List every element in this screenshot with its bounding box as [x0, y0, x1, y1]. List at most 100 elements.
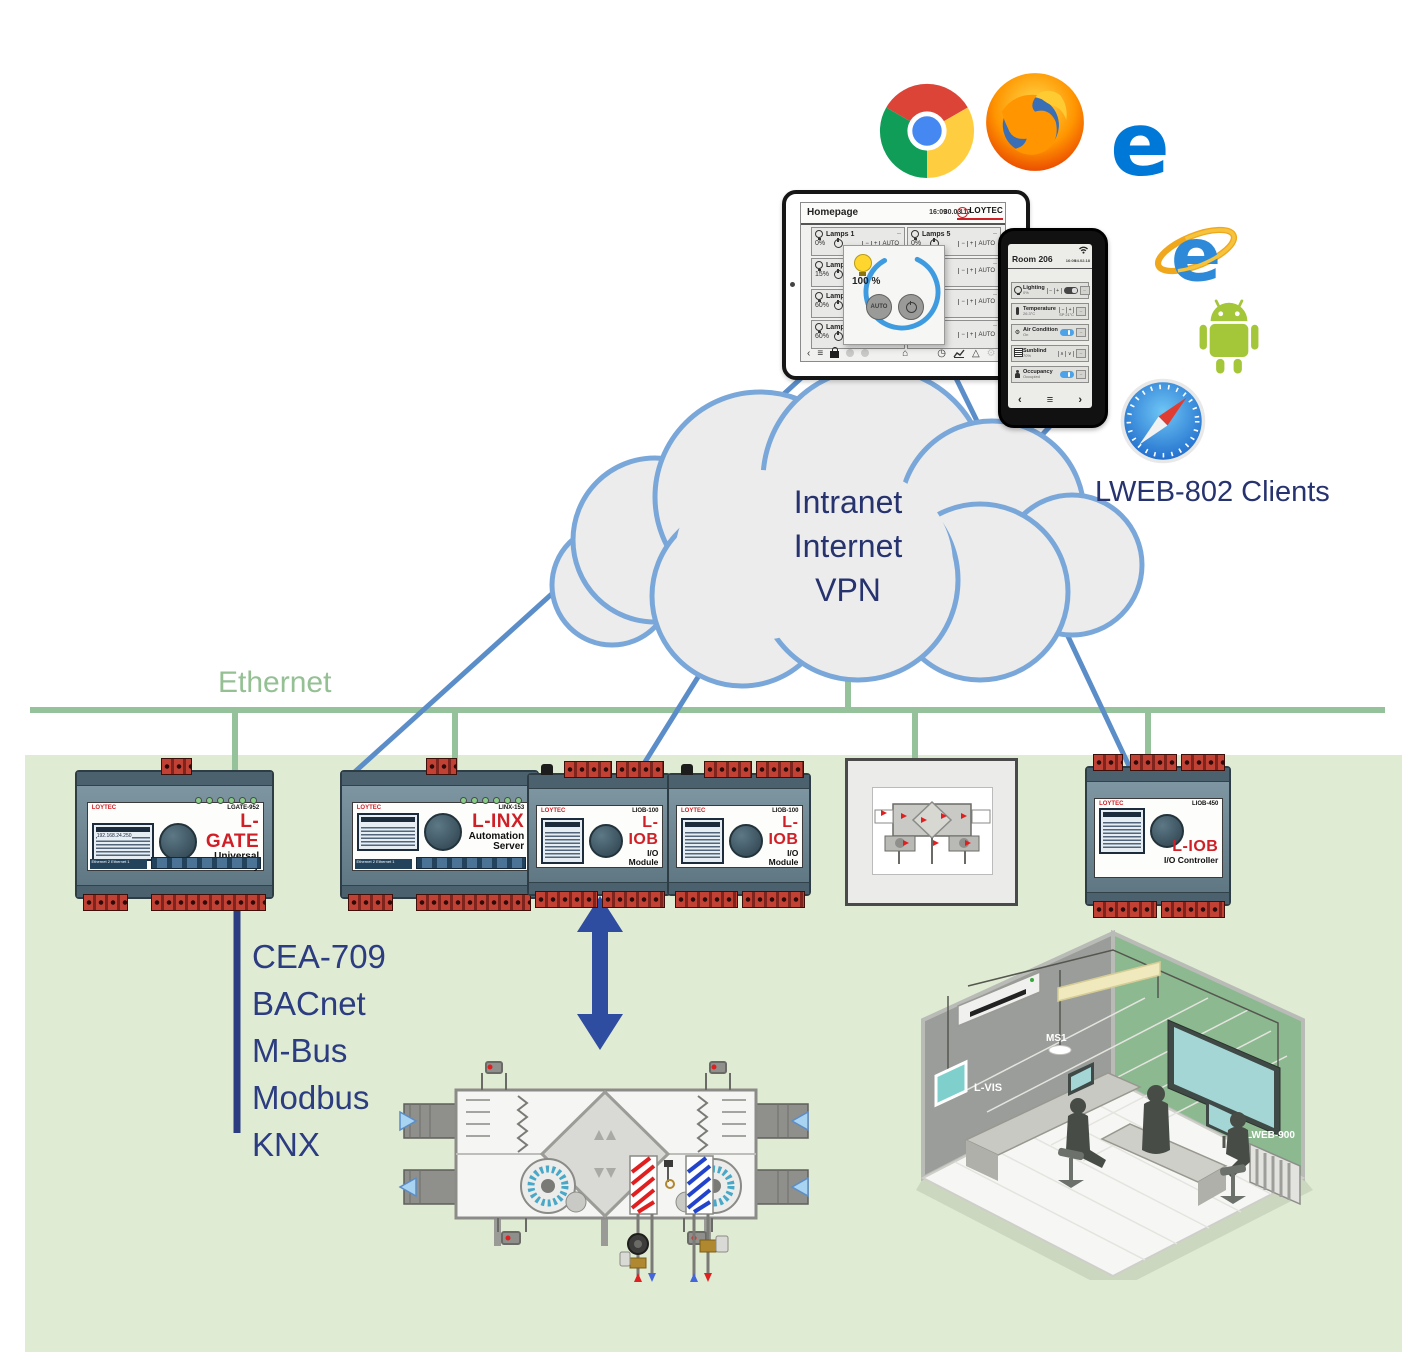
jog-dial[interactable] [589, 823, 624, 858]
jog-dial[interactable] [729, 823, 764, 858]
svg-text:e: e [1171, 212, 1221, 298]
lvis-screen[interactable] [872, 787, 993, 875]
terminal-ports [150, 857, 262, 869]
plus-button[interactable]: + [1053, 287, 1062, 294]
mini-ahu-graphic [874, 800, 991, 864]
menu-icon[interactable]: ≡ [817, 347, 824, 359]
minus-button[interactable]: − [958, 240, 967, 247]
more-button[interactable]: -- [1076, 328, 1086, 337]
lamp-card[interactable]: Lamps 5 -- 0% −+AUTO [907, 227, 1001, 256]
aircondition-toggle[interactable] [1060, 329, 1074, 336]
minus-button[interactable]: − [862, 240, 871, 247]
occupancy-toggle[interactable] [1060, 371, 1074, 378]
device-lcd: 192.168.24.250 [91, 823, 155, 862]
minus-button[interactable]: − [958, 268, 967, 274]
disabled-icon [861, 349, 870, 357]
back-icon[interactable]: ‹ [807, 347, 811, 359]
bulb-icon [815, 292, 823, 302]
plus-button[interactable]: + [1066, 306, 1074, 313]
device-lcd [541, 817, 585, 864]
blind-down-button[interactable]: ∨ [1065, 350, 1074, 357]
safari-icon [1120, 378, 1206, 464]
edge-icon: e [1110, 103, 1170, 191]
plus-button[interactable]: + [870, 240, 880, 247]
forward-icon[interactable]: › [1078, 394, 1082, 406]
power-icon[interactable] [834, 269, 843, 279]
tablet-toolbar: ‹ ≡ ⌂ ◷ △ ⚙ [801, 345, 1005, 361]
back-icon[interactable]: ‹ [1018, 394, 1022, 406]
bulb-icon [854, 254, 872, 276]
plus-button[interactable]: + [966, 299, 976, 305]
auto-button[interactable]: AUTO [975, 240, 997, 247]
chrome-icon [879, 83, 975, 179]
power-icon[interactable] [834, 331, 843, 341]
power-icon[interactable] [834, 300, 843, 310]
terminal-ports [415, 857, 527, 869]
protocol-item: Modbus [252, 1079, 370, 1116]
schedule-icon[interactable]: ◷ [937, 347, 946, 359]
lock-icon[interactable] [830, 347, 840, 358]
device-lcd [1099, 808, 1145, 854]
dimmer-arc[interactable] [850, 244, 942, 340]
bulb-icon [815, 230, 823, 240]
menu-icon[interactable]: ≡ [1046, 394, 1054, 406]
auto-button[interactable]: AUTO [879, 240, 901, 247]
more-button[interactable]: -- [1076, 307, 1086, 316]
minus-button[interactable]: − [958, 299, 967, 305]
tablet-device: Homepage 16:09 30.03.17 LOYTEC Lamps 1 -… [782, 190, 1030, 380]
protocol-list: CEA-709 BACnet M-Bus Modbus KNX [252, 933, 386, 1168]
air-handling-unit [398, 1061, 809, 1282]
room-illustration: L-VIS MS1 LWEB-900 [916, 929, 1313, 1280]
protocol-item: CEA-709 [252, 938, 386, 975]
protocol-item: M-Bus [252, 1032, 348, 1069]
bulb-icon [911, 230, 919, 240]
room-lweb900-label: LWEB-900 [1246, 1130, 1295, 1141]
room-title: Room 206 [1012, 254, 1053, 264]
phone-nav: ‹ ≡ › [1008, 394, 1092, 406]
auto-button[interactable]: AUTO [975, 268, 997, 274]
jog-dial[interactable] [1149, 814, 1184, 848]
more-button[interactable]: -- [1079, 286, 1090, 295]
setpoint-label: SP 21°C [1059, 312, 1074, 317]
plus-button[interactable]: + [966, 240, 976, 247]
more-button[interactable]: -- [1076, 349, 1086, 358]
auto-round-button[interactable]: AUTO [866, 294, 892, 320]
tablet-time: 16:09 [929, 209, 947, 216]
trend-icon[interactable] [953, 349, 965, 358]
lighting-toggle[interactable] [1063, 287, 1078, 294]
blind-up-button[interactable]: ∧ [1057, 350, 1066, 357]
bulb-icon [1014, 285, 1022, 295]
bulb-icon [815, 323, 823, 333]
home-icon[interactable]: ⌂ [902, 347, 909, 359]
more-button[interactable]: -- [1076, 370, 1086, 379]
auto-button[interactable]: AUTO [975, 331, 997, 338]
minus-button[interactable]: − [958, 331, 967, 338]
minus-button[interactable]: − [1046, 287, 1054, 294]
plus-button[interactable]: + [966, 268, 976, 274]
auto-button[interactable]: AUTO [975, 299, 997, 305]
room-lvis-label: L-VIS [974, 1082, 1002, 1094]
lvis-touch-panel [845, 758, 1018, 906]
alarm-icon[interactable]: △ [971, 347, 980, 359]
jog-dial[interactable] [159, 823, 198, 862]
jog-dial[interactable] [424, 813, 463, 852]
svg-text:e: e [1110, 103, 1170, 191]
minus-button[interactable]: − [1059, 306, 1066, 313]
power-icon[interactable] [834, 238, 843, 248]
power-round-button[interactable] [898, 294, 924, 320]
plus-button[interactable]: + [966, 331, 976, 338]
internet-explorer-icon: e [1154, 212, 1238, 298]
android-icon [1199, 299, 1259, 374]
